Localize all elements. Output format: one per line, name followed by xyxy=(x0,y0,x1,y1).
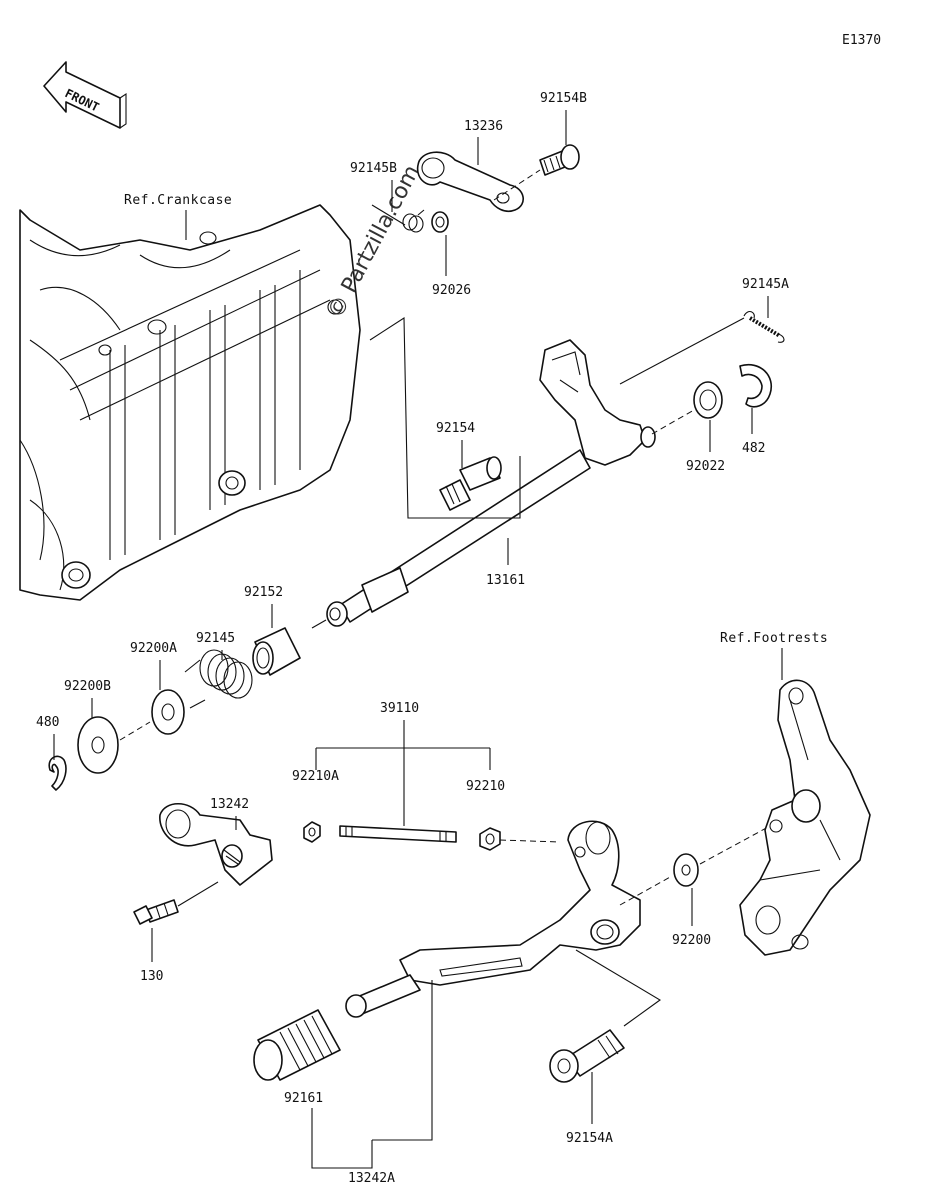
part-92022-washer xyxy=(693,381,723,419)
part-480-circlip xyxy=(48,755,67,791)
label-92200: 92200 xyxy=(672,933,711,948)
part-92154-stud xyxy=(439,456,502,511)
label-482: 482 xyxy=(742,441,765,456)
label-39110: 39110 xyxy=(380,701,419,716)
label-92145A: 92145A xyxy=(742,277,789,292)
crankcase-ref xyxy=(19,204,361,601)
label-92210A: 92210A xyxy=(292,769,339,784)
label-92154B: 92154B xyxy=(540,91,587,106)
part-92210-nut xyxy=(479,827,501,851)
part-13236-lever xyxy=(416,151,524,213)
part-13242A-pedal xyxy=(345,820,641,1018)
footrests-ref xyxy=(739,679,871,956)
label-92022: 92022 xyxy=(686,459,725,474)
label-92200A: 92200A xyxy=(130,641,177,656)
label-92145B: 92145B xyxy=(350,161,397,176)
part-92145B-spring xyxy=(371,204,425,233)
part-92210A-nut xyxy=(303,821,321,843)
part-92200A-washer xyxy=(151,689,185,735)
part-92145-spring xyxy=(184,649,253,709)
label-92210: 92210 xyxy=(466,779,505,794)
ref-footrests-label: Ref.Footrests xyxy=(720,631,828,646)
label-92154: 92154 xyxy=(436,421,475,436)
label-13242: 13242 xyxy=(210,797,249,812)
front-arrow-icon: FRONT xyxy=(43,61,127,129)
part-13242-lever xyxy=(159,802,273,886)
part-130-bolt xyxy=(133,899,179,925)
label-13161: 13161 xyxy=(486,573,525,588)
label-92026: 92026 xyxy=(432,283,471,298)
diagram-code: E1370 xyxy=(842,33,881,48)
label-92152: 92152 xyxy=(244,585,283,600)
part-92152-collar xyxy=(252,627,301,676)
part-92154B-bolt xyxy=(539,144,580,176)
part-39110-tie-rod xyxy=(339,825,457,843)
part-482-circlip xyxy=(739,363,773,408)
label-13242A: 13242A xyxy=(348,1171,395,1186)
label-130: 130 xyxy=(140,969,163,984)
part-92154A-bolt xyxy=(549,1029,625,1083)
label-480: 480 xyxy=(36,715,59,730)
label-13236: 13236 xyxy=(464,119,503,134)
part-13161-shift-shaft xyxy=(311,339,656,629)
label-92200B: 92200B xyxy=(64,679,111,694)
part-92026-collar xyxy=(431,211,449,233)
label-92154A: 92154A xyxy=(566,1131,613,1146)
label-92145: 92145 xyxy=(196,631,235,646)
label-92161: 92161 xyxy=(284,1091,323,1106)
part-92200-washer xyxy=(673,853,699,887)
ref-crankcase-label: Ref.Crankcase xyxy=(124,193,232,208)
part-92200B-washer xyxy=(77,716,119,774)
part-92161-rubber xyxy=(253,1009,341,1081)
part-92145A-spring xyxy=(743,310,785,343)
